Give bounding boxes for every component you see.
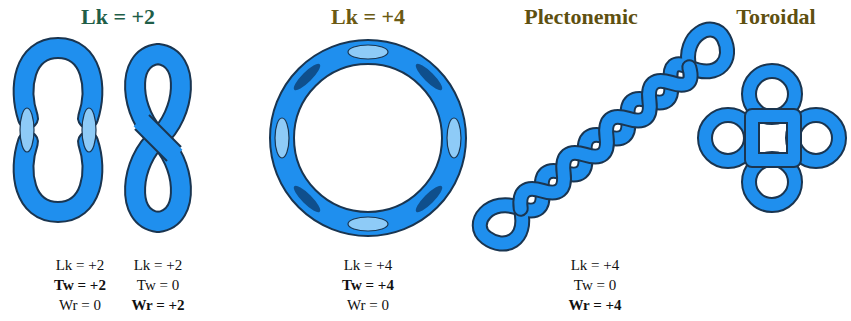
value-label: Tw = 0 <box>137 276 179 294</box>
value-label: Wr = 0 <box>59 296 101 314</box>
twisted-ring <box>275 45 461 231</box>
panel-heading: Toroidal <box>736 4 815 30</box>
panel-heading: Lk = +2 <box>81 4 155 30</box>
panel-heading: Lk = +4 <box>331 4 405 30</box>
value-label: Tw = 0 <box>574 276 616 294</box>
value-label: Tw = +4 <box>342 276 394 294</box>
twisted-loop <box>20 48 96 212</box>
value-label: Lk = +4 <box>344 256 393 274</box>
value-label: Wr = 0 <box>347 296 389 314</box>
value-label: Wr = +4 <box>568 296 621 314</box>
value-label: Lk = +2 <box>56 256 105 274</box>
toroidal-supercoil <box>705 71 839 205</box>
writhed-loop <box>135 54 181 222</box>
value-label: Tw = +2 <box>54 276 106 294</box>
value-label: Lk = +2 <box>134 256 183 274</box>
value-label: Lk = +4 <box>571 256 620 274</box>
value-label: Wr = +2 <box>131 296 184 314</box>
panel-heading: Plectonemic <box>524 4 638 30</box>
